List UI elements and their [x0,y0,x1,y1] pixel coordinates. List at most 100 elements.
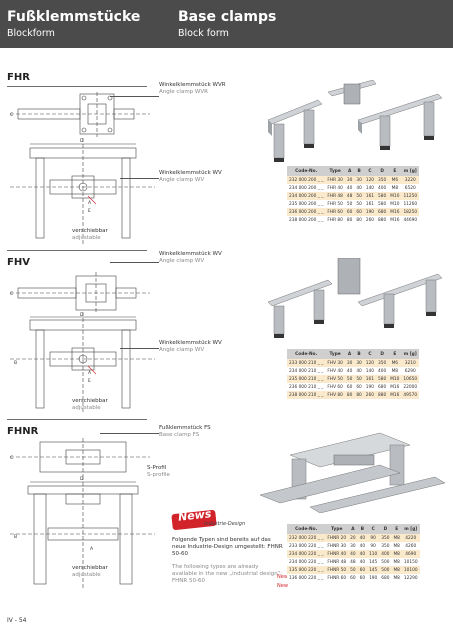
fhnr-product-illustration [259,432,446,513]
fhnr-note-en: The following types are already availabl… [172,564,283,584]
table-column-header: Type [325,524,349,534]
section-label-fhv: FHV [7,257,30,268]
fhnr-top-view-drawing: C [10,438,150,476]
table-cell: 140 [363,367,376,375]
page-number: IV - 54 [7,617,27,624]
table-column-header: Code-No. [287,524,326,534]
leader-wv-1 [120,178,159,179]
table-column-header: C [367,524,380,534]
table-cell: 190 [363,383,376,391]
new-tag-1: New [277,574,288,580]
table-cell: M8 [388,367,402,375]
subtitle-en: Block form [178,28,229,39]
caption-wv-1-de: Winkelklemmstück WV [159,170,222,176]
fhnr-front-view-drawing: D B A [10,476,155,588]
table-cell: 10100 [401,566,420,574]
table-cell: FHR 48 [325,192,345,200]
caption-adjustable-1: verschiebbar adjustable [72,228,108,242]
news-badge [171,510,217,530]
caption-wv-3-de: Winkelklemmstück WV [159,340,222,346]
svg-text:E: E [88,378,91,384]
table-cell: 161 [363,200,377,208]
table-cell: M16 [388,383,402,391]
leader-wv-3 [120,348,159,349]
table-cell: 145 [367,566,380,574]
caption-adjustable-3-de: verschiebbar [72,565,108,571]
table-cell: 40 [357,550,368,558]
table-cell: 880 [376,216,389,224]
table-cell: 90 [367,542,380,550]
caption-adjustable-2: verschiebbar adjustable [72,398,108,412]
table-cell: 350 [376,359,389,367]
table-cell: 4690 [401,550,420,558]
table-cell: M8 [391,558,402,566]
table-cell: 80 [354,216,364,224]
table-cell: 48 [348,558,358,566]
table-cell: 236 000 200 _ _ [287,208,326,216]
caption-adjustable-1-de: verschiebbar [72,228,108,234]
table-column-header: C [363,349,376,359]
caption-adjustable-2-de: verschiebbar [72,398,108,404]
caption-fs: Fußklemmstück FS Base clamp FS [159,425,211,439]
fhr-top-view-drawing: C [10,92,150,137]
title-de: Fußklemmstücke [7,9,141,25]
table-column-header: D [379,524,392,534]
table-cell: 680 [376,208,389,216]
svg-text:C: C [10,291,13,297]
table-cell: FHNR 30 [325,542,349,550]
leader-fs [100,433,159,434]
table-cell: 190 [363,208,377,216]
table-column-header: E [391,524,402,534]
table-cell: 4260 [401,542,420,550]
table-cell: FHV 50 [325,375,345,383]
caption-sprofil: S-Profil S-profile [147,465,170,479]
table-cell: 235 000 210 _ _ [287,375,326,383]
caption-wv-2-en: Angle clamp WV [159,258,205,264]
caption-adjustable-3: verschiebbar adjustable [72,565,108,579]
section-rule-fhnr-top [7,419,147,420]
table-cell: 400 [376,367,389,375]
table-cell: M16 [388,208,402,216]
table-cell: 120 [363,359,376,367]
table-cell: 680 [379,574,392,582]
table-cell: 30 [354,176,364,184]
leader-wv-2 [110,262,159,263]
table-cell: M8 [391,566,402,574]
table-cell: 6290 [401,367,420,375]
table-column-header: m [g] [401,166,420,176]
subtitle-de: Blockform [7,28,55,39]
table-cell: 234 000 200 _ _ [287,192,326,200]
table-cell: 30 [354,359,364,367]
table-column-header: E [388,349,402,359]
table-cell: FHNR 60 [325,574,349,582]
table-cell: FHNR 50 [325,566,349,574]
svg-text:B: B [14,534,17,540]
leader-wvr [110,96,159,97]
section-label-fhnr: FHNR [7,426,39,437]
table-cell: 50 [354,200,364,208]
table-cell: M8 [391,542,402,550]
table-cell: 40 [357,558,368,566]
caption-adjustable-2-en: adjustable [72,405,101,411]
table-cell: 48 [344,192,355,200]
fhnr-note-de: Folgende Typen sind bereits auf das neue… [172,537,283,557]
table-cell: FHR 40 [325,184,345,192]
table-cell: M8 [388,184,402,192]
caption-wv-1: Winkelklemmstück WV Angle clamp WV [159,170,222,184]
table-cell: 30 [344,359,355,367]
svg-text:B: B [14,360,17,366]
table-cell: 50 [348,566,358,574]
caption-wv-1-en: Angle clamp WV [159,177,205,183]
table-cell: FHR 60 [325,208,345,216]
table-cell: 500 [379,558,392,566]
table-cell: 30 [348,542,358,550]
